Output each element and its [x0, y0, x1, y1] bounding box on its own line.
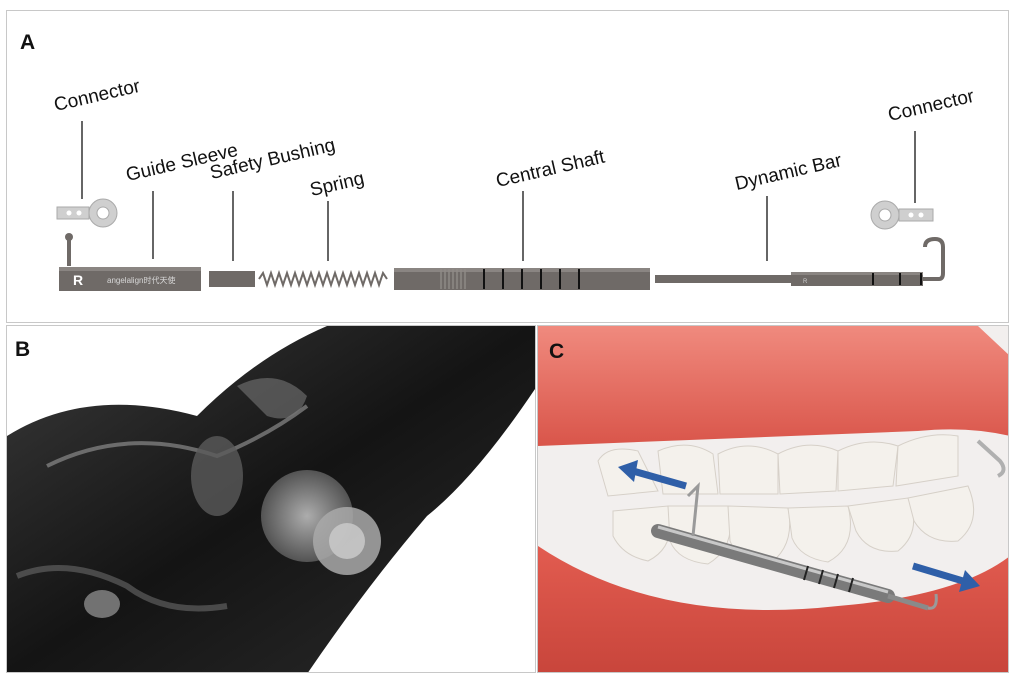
central-shaft-part	[394, 268, 650, 290]
upper-gum	[538, 326, 1009, 446]
sleeve-mark: R	[73, 272, 83, 288]
connector-left-icon	[57, 199, 117, 227]
panel-b-3d-rendering: B	[6, 325, 536, 673]
panel-c-clinical-photo: C	[537, 325, 1009, 673]
panel-a-component-diagram: A Connector Guide Sleeve Safety Bushing …	[6, 10, 1009, 323]
spring-part	[259, 273, 387, 285]
dynamic-bar-part	[655, 272, 923, 286]
brand-mark: angelalign时代天使	[107, 275, 175, 285]
aligner-3d-render	[7, 326, 536, 673]
safety-bushing-part	[209, 271, 255, 287]
connector-right-icon	[871, 201, 933, 229]
bar-mark: R	[803, 279, 808, 285]
model-photo	[538, 326, 1009, 673]
component-illustration: R angelalign时代天使	[7, 11, 1009, 323]
panel-letter-c: C	[549, 340, 564, 364]
bar-hook	[923, 239, 943, 279]
panel-letter-b: B	[15, 338, 30, 362]
tooth-shadow	[191, 436, 243, 516]
